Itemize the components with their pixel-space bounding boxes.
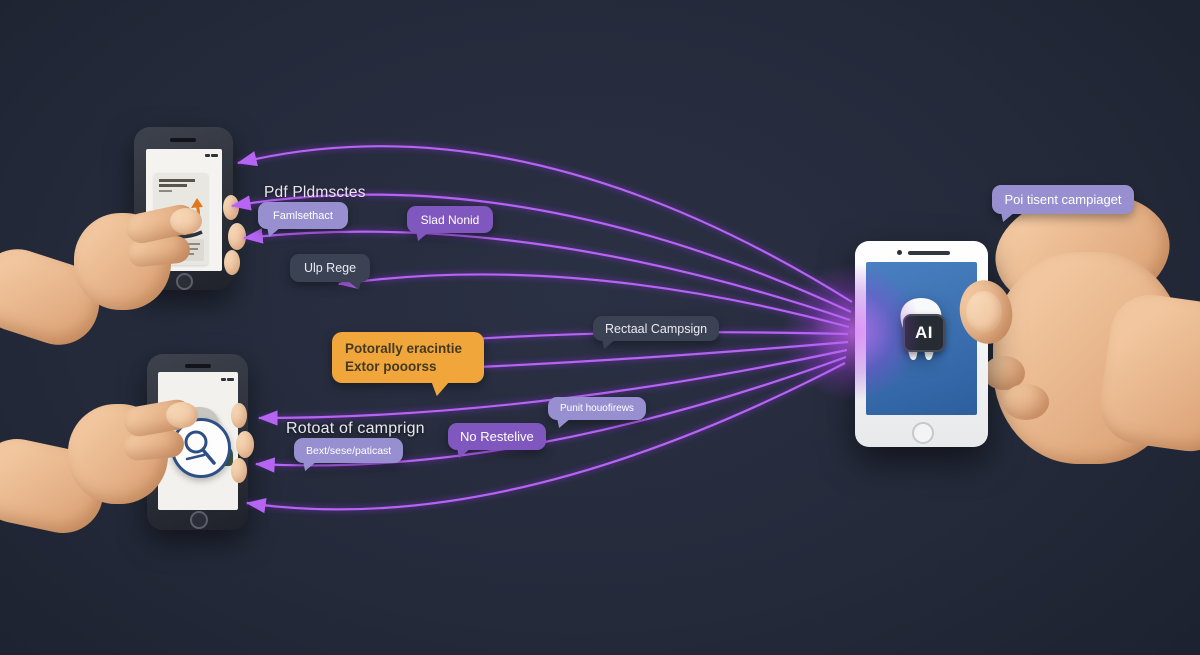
speech-bubble-famlsethact: Famlsethact xyxy=(258,202,348,229)
ai-badge-label: AI xyxy=(915,323,933,342)
hand-bottom-wrap-finger xyxy=(231,403,247,428)
label-pdf-pldmsctes: Pdf Pldmsctes xyxy=(264,184,366,201)
hand-top-fingertip xyxy=(170,208,202,234)
hand-top-wrap-finger xyxy=(223,195,239,220)
dental-tool-icon xyxy=(184,430,216,465)
hand-bottom-wrap-finger xyxy=(236,431,254,458)
speech-bubble-slad-nonid: Slad Nonid xyxy=(407,206,493,233)
signal-icon xyxy=(221,378,226,381)
speech-bubble-poi-campaign: Poi tisent campiaget xyxy=(992,185,1134,214)
hand-top-wrap-finger xyxy=(224,250,240,275)
arrow-to-orange-bubble-2 xyxy=(428,340,849,376)
orange-bubble-line2: Extor pooorss xyxy=(345,358,437,374)
text-bar xyxy=(159,179,195,182)
text-bar xyxy=(159,190,172,192)
ai-tablet-screen: AI xyxy=(866,262,977,415)
home-button xyxy=(912,422,934,444)
speech-bubble-ulp-rege: Ulp Rege xyxy=(290,254,370,282)
text-bar xyxy=(159,184,187,187)
speech-bubble-punit: Punit houofirews xyxy=(548,397,646,420)
hand-right-curled-finger xyxy=(1003,384,1049,420)
speech-bubble-no-restelive: No Restelive xyxy=(448,423,546,450)
hand-right-thumb-nail xyxy=(966,291,1002,333)
label-rotoat-of-camprign: Rotoat of camprign xyxy=(286,420,425,437)
battery-icon xyxy=(211,154,218,157)
speaker-grille xyxy=(908,251,950,255)
speaker-grille xyxy=(170,138,196,142)
signal-icon xyxy=(205,154,210,157)
camera-dot xyxy=(897,250,902,255)
hand-bottom-wrap-finger xyxy=(231,458,247,483)
hand-top-wrap-finger xyxy=(228,223,246,250)
speaker-grille xyxy=(185,364,211,368)
speech-bubble-rectaal-campaign: Rectaal Campsign xyxy=(593,316,720,341)
orange-bubble-line1: Potorally eracintie xyxy=(345,341,463,356)
home-button xyxy=(176,273,193,290)
speech-bubble-bexit: Bext/sese/paticast xyxy=(294,438,404,463)
hand-bottom-fingertip xyxy=(166,402,198,428)
battery-icon xyxy=(227,378,234,381)
speech-bubble-orange: Potorally eracintie Extor pooorss xyxy=(332,332,484,384)
ai-badge: AI xyxy=(903,314,945,352)
home-button xyxy=(190,511,208,529)
